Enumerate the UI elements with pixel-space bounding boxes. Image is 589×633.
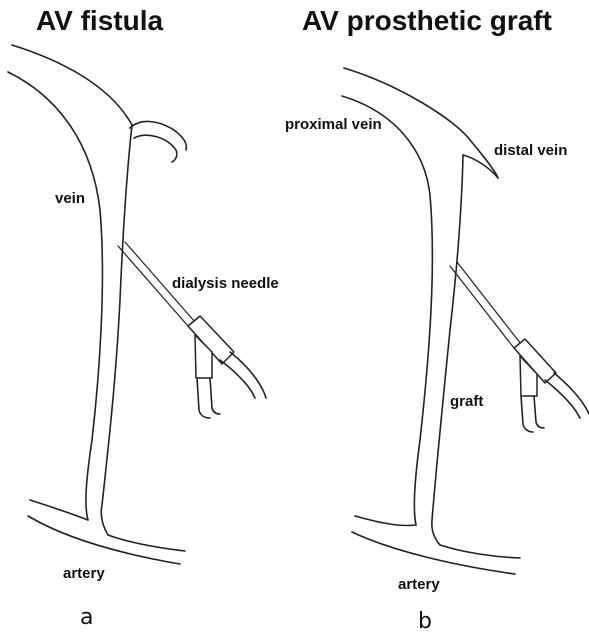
fistula-artery-upper-wall bbox=[30, 500, 88, 520]
fistula-dialysis-needle bbox=[118, 242, 266, 418]
graft-proximal-vein-label: proximal vein bbox=[285, 116, 382, 133]
fistula-artery-label: artery bbox=[63, 565, 105, 582]
graft-artery-lower-wall bbox=[352, 532, 515, 574]
panel-a-letter: a bbox=[80, 605, 93, 630]
fistula-vein-left-wall bbox=[8, 72, 102, 520]
panel-a-title: AV fistula bbox=[36, 5, 163, 36]
panel-b: AV prosthetic graft proximal vein distal… bbox=[285, 5, 589, 633]
graft-right-wall bbox=[432, 155, 463, 545]
graft-artery-label: artery bbox=[398, 576, 440, 593]
graft-artery-top-right bbox=[440, 545, 520, 558]
graft-artery-upper-wall bbox=[355, 516, 416, 526]
graft-distal-vein-label: distal vein bbox=[494, 142, 567, 159]
graft-label: graft bbox=[450, 393, 483, 410]
graft-vein-distal-wall bbox=[463, 155, 498, 178]
fistula-vein-branch bbox=[130, 121, 186, 162]
fistula-vein-label: vein bbox=[55, 190, 85, 207]
panel-b-title: AV prosthetic graft bbox=[302, 5, 552, 36]
graft-vein-lower-wall bbox=[342, 96, 432, 525]
panel-b-letter: b bbox=[418, 609, 432, 633]
fistula-artery-lower-wall bbox=[28, 516, 180, 564]
fistula-vein-right-wall bbox=[101, 125, 132, 535]
fistula-needle-label: dialysis needle bbox=[172, 275, 279, 292]
panel-a: AV fistula vein dialysis needle artery a bbox=[8, 5, 279, 630]
fistula-artery-top-right bbox=[108, 535, 185, 551]
